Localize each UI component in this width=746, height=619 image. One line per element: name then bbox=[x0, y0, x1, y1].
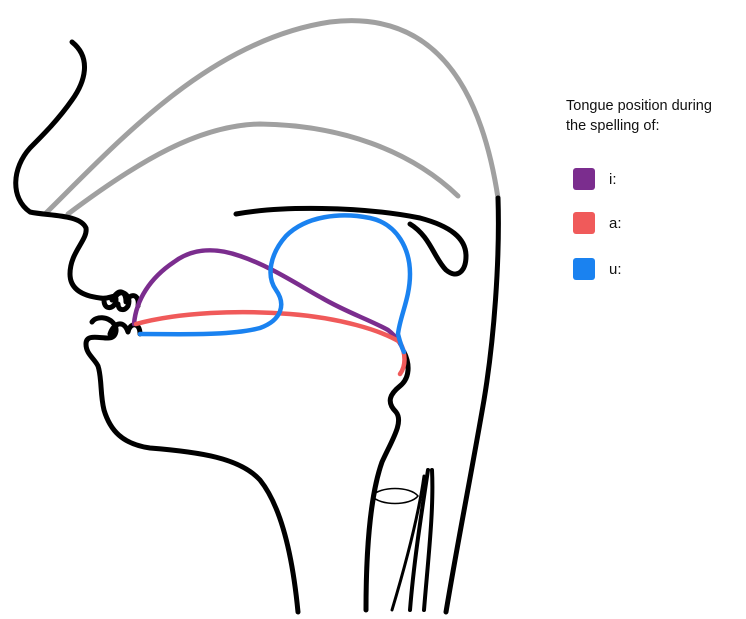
vocal-folds bbox=[371, 487, 419, 505]
pharynx-back-wall bbox=[443, 195, 501, 615]
trachea-inner bbox=[390, 474, 426, 612]
legend-label-i: i: bbox=[609, 170, 617, 188]
legend: Tongue position during the spelling of: … bbox=[566, 96, 746, 280]
legend-swatch-i bbox=[573, 168, 595, 190]
legend-label-a: a: bbox=[609, 214, 622, 232]
legend-item-a: a: bbox=[573, 212, 622, 234]
legend-title-line-1: Tongue position during bbox=[566, 98, 712, 114]
tongue-u bbox=[137, 213, 413, 355]
legend-label-u: u: bbox=[609, 260, 622, 278]
tongue-i bbox=[131, 248, 407, 355]
upper-teeth bbox=[109, 289, 141, 309]
upper-palate-arc bbox=[42, 18, 501, 217]
trachea-left bbox=[408, 468, 430, 612]
velum-outline bbox=[233, 205, 469, 277]
legend-item-u: u: bbox=[573, 258, 622, 280]
legend-swatch-u bbox=[573, 258, 595, 280]
legend-swatch-a bbox=[573, 212, 595, 234]
legend-item-i: i: bbox=[573, 168, 617, 190]
lower-palate-arc bbox=[65, 121, 461, 217]
epiglottis-outline bbox=[363, 349, 411, 613]
lower-teeth bbox=[107, 321, 143, 337]
trachea-right bbox=[422, 468, 435, 612]
legend-title-line-2: the spelling of: bbox=[566, 118, 660, 134]
